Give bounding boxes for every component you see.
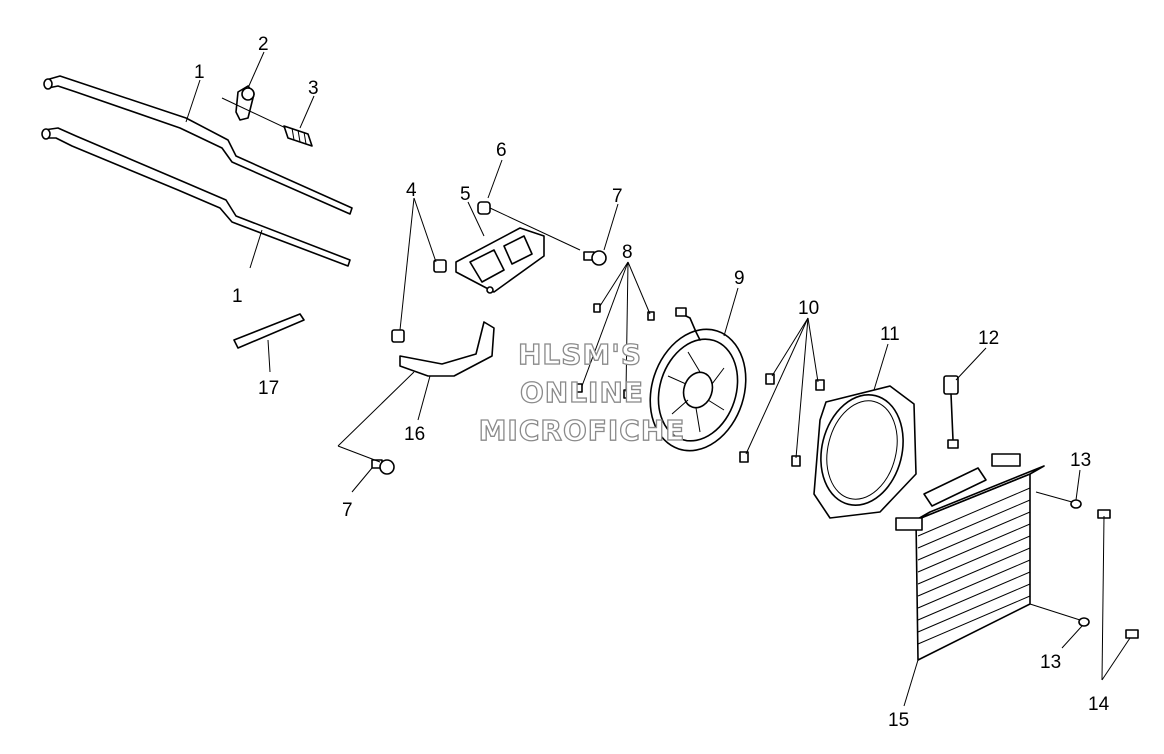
callout-13b: 13 [1040, 652, 1061, 673]
callout-2: 2 [258, 34, 269, 55]
oil-cooler [895, 453, 1081, 661]
temp-sensor [943, 375, 959, 449]
nut-lower [391, 329, 405, 343]
clip-group-10 [739, 373, 825, 467]
cable-strap [233, 313, 305, 349]
callout-15: 15 [888, 710, 909, 731]
callout-12: 12 [978, 328, 999, 349]
callout-7b: 7 [342, 500, 353, 521]
callout-7a: 7 [612, 186, 623, 207]
screw-lower [337, 445, 395, 475]
callout-16: 16 [404, 424, 425, 445]
watermark-line-2: ONLINE [520, 376, 644, 409]
fan-bracket [455, 227, 545, 294]
callout-11: 11 [880, 324, 900, 345]
callout-3: 3 [308, 78, 319, 99]
callout-13a: 13 [1070, 450, 1091, 471]
grommet [477, 201, 581, 251]
callout-8: 8 [622, 242, 633, 263]
nut-upper [433, 259, 447, 273]
leader-lines [185, 51, 1131, 707]
tube-lower [41, 127, 351, 267]
washer-upper [1070, 499, 1082, 509]
callout-14: 14 [1088, 694, 1110, 715]
hose-clamp [221, 85, 291, 131]
washer-lower [1078, 617, 1090, 627]
callout-17: 17 [258, 378, 279, 399]
hose-fitting [283, 125, 313, 147]
callout-1b: 1 [232, 286, 243, 307]
callout-1a: 1 [194, 62, 205, 83]
fan-shroud [813, 385, 917, 519]
clip-group-8 [575, 303, 655, 399]
watermark-line-1: HLSM'S [518, 338, 642, 371]
bolt-lower [1125, 629, 1139, 639]
screw-upper [583, 250, 607, 266]
callout-4: 4 [406, 180, 417, 201]
mounting-bracket [337, 321, 495, 447]
callout-5: 5 [460, 184, 471, 205]
callout-9: 9 [734, 268, 745, 289]
callout-10: 10 [798, 298, 819, 319]
cooling-fan [649, 307, 747, 452]
watermark-line-3: MICROFICHE [479, 414, 686, 447]
callout-6: 6 [496, 140, 507, 161]
tube-upper [43, 75, 353, 215]
